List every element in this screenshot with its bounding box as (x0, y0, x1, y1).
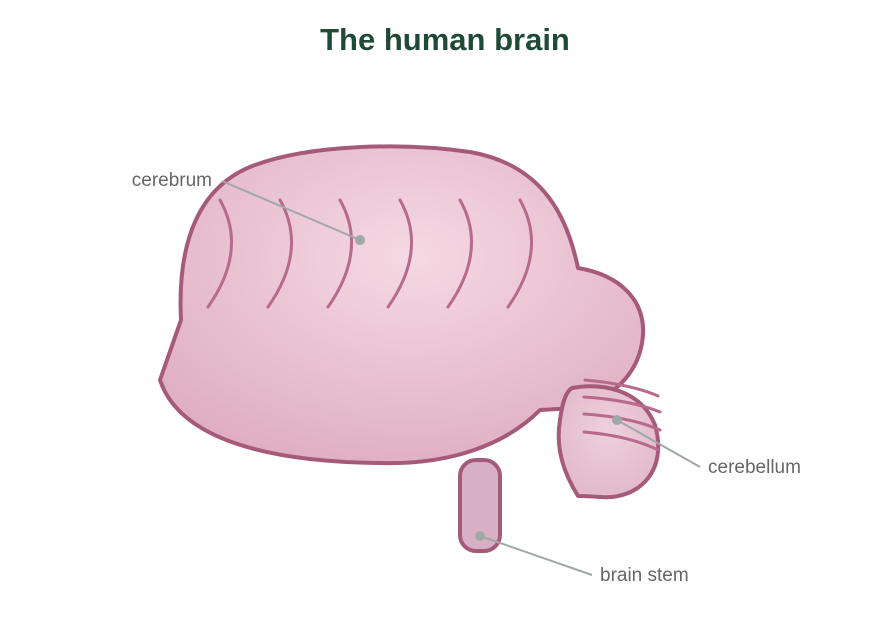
brain-stem-leader (479, 535, 593, 576)
cerebellum-leader-dot (612, 415, 622, 425)
cerebellum-folds (582, 378, 662, 452)
brain-stem (458, 458, 502, 553)
cerebrum-label: cerebrum (132, 170, 212, 191)
cerebrum-leader (221, 180, 361, 241)
cerebrum (158, 144, 646, 466)
leader-lines (221, 180, 701, 576)
cerebrum-leader-dot (355, 235, 365, 245)
brain-stem-leader-dot (475, 531, 485, 541)
cerebellum-leader (616, 419, 701, 468)
cerebellum-label: cerebellum (708, 457, 801, 478)
brain-stem-label: brain stem (600, 565, 689, 586)
page-title: The human brain (320, 22, 570, 57)
cerebellum (556, 384, 661, 500)
cerebrum-folds (206, 198, 533, 309)
